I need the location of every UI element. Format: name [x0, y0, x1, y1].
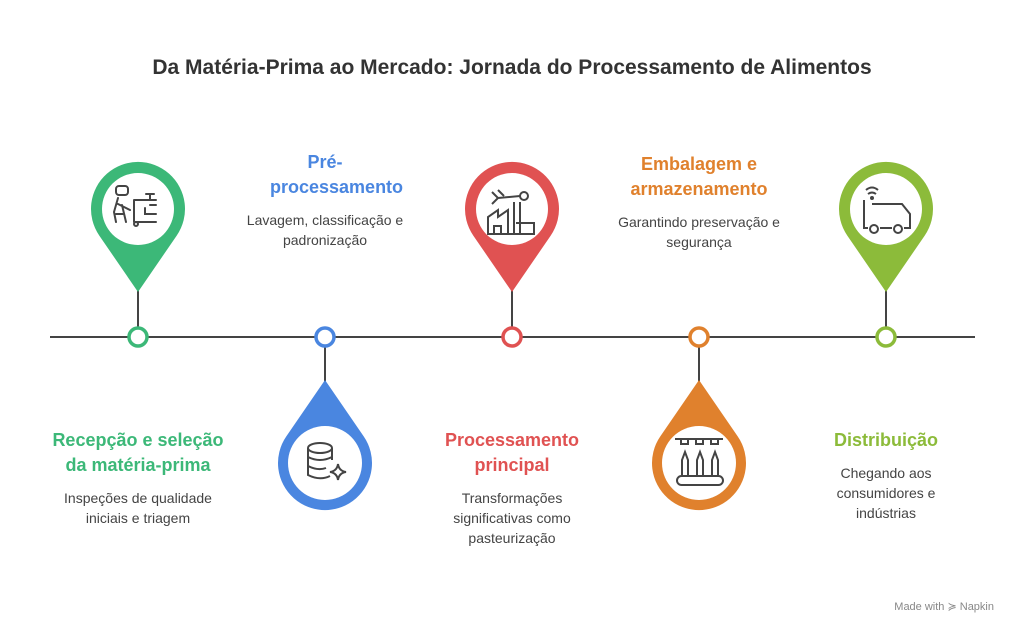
pin-processamento-principal [465, 161, 559, 348]
timeline-node [688, 326, 710, 348]
pin-embalagem [652, 326, 746, 511]
step-heading: Recepção e seleção da matéria-prima [52, 430, 224, 475]
made-with-napkin-badge[interactable]: Made with ≽ Napkin [894, 601, 994, 613]
timeline-node [314, 326, 336, 348]
step-description: Lavagem, classificação e padronização [246, 212, 404, 248]
step-recepcao: Recepção e seleção da matéria-prima Insp… [43, 428, 233, 528]
step-description: Inspeções de qualidade iniciais e triage… [64, 490, 212, 526]
step-description: Garantindo preservação e segurança [618, 214, 780, 250]
database-sparkle-icon [307, 442, 347, 481]
pin-distribuicao [839, 161, 933, 348]
timeline-node [501, 326, 523, 348]
timeline-node [127, 326, 149, 348]
step-distribuicao: Distribuição Chegando aos consumidores e… [791, 428, 981, 523]
pin-recepcao [91, 161, 185, 348]
step-description: Chegando aos consumidores e indústrias [836, 465, 936, 521]
step-pre-processamento: Pré-processamento Lavagem, classificação… [230, 150, 420, 250]
step-processamento-principal: Processamento principal Transformações s… [417, 428, 607, 548]
step-heading: Processamento principal [444, 430, 580, 475]
step-embalagem: Embalagem e armazenamento Garantindo pre… [604, 152, 794, 252]
worker-cart-icon [112, 185, 157, 227]
step-heading: Pré-processamento [270, 152, 404, 197]
bottling-line-icon [675, 438, 724, 486]
connected-truck-icon [863, 186, 911, 234]
pin-pre-processamento [278, 326, 372, 511]
step-description: Transformações significativas como paste… [453, 490, 571, 546]
step-heading: Embalagem e armazenamento [630, 154, 768, 199]
factory-robot-arm-icon [487, 189, 535, 235]
timeline-node [875, 326, 897, 348]
step-heading: Distribuição [833, 430, 939, 450]
page-title: Da Matéria-Prima ao Mercado: Jornada do … [152, 56, 872, 79]
